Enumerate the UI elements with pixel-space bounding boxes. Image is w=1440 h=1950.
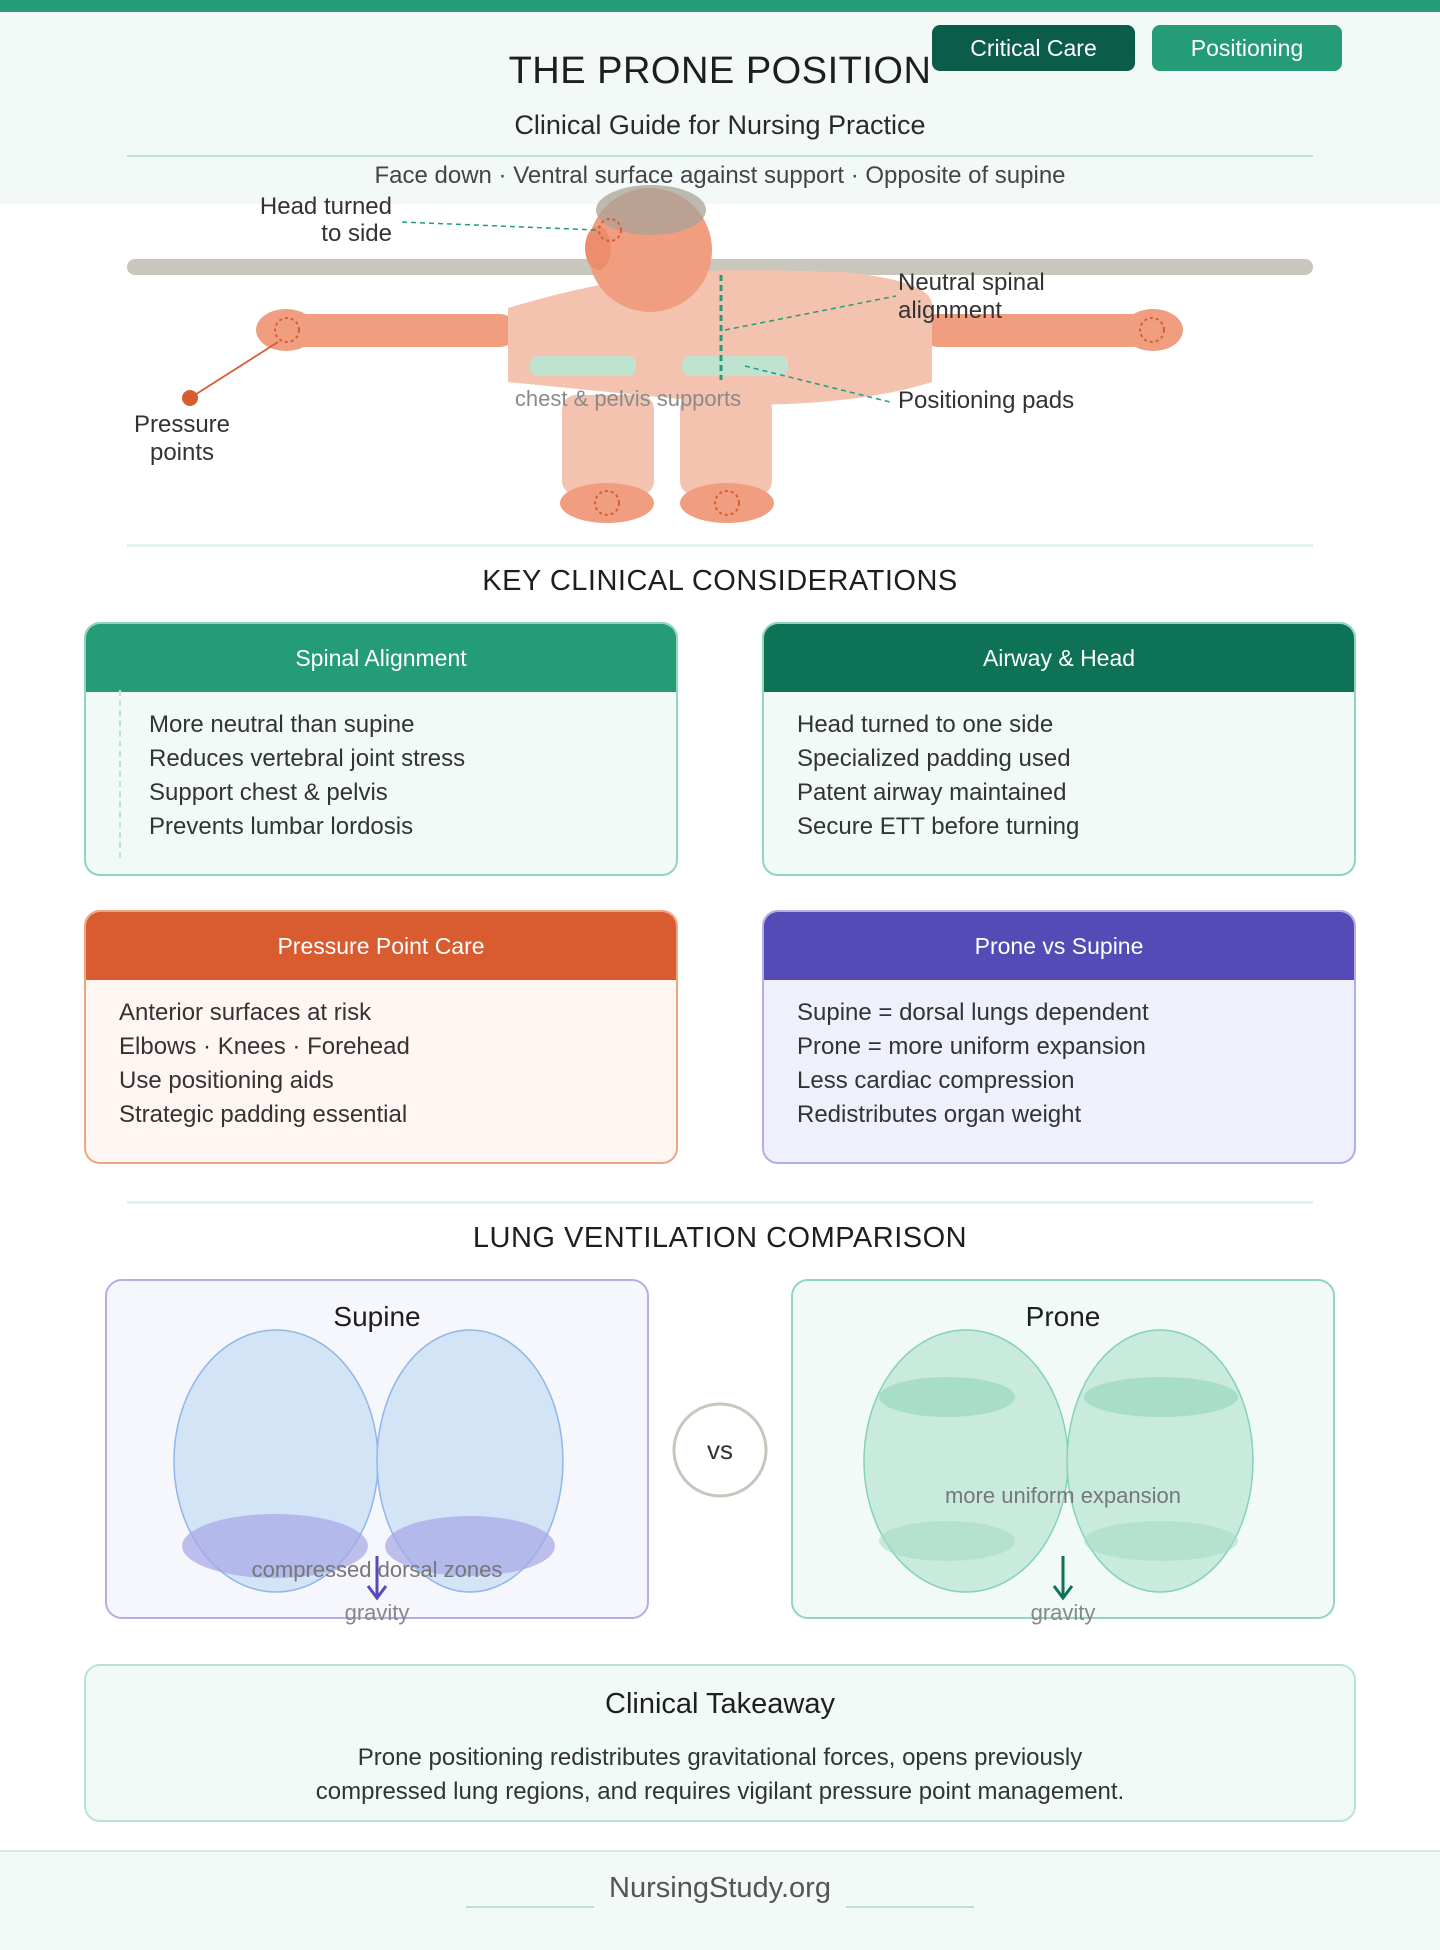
supine-title: Supine <box>333 1301 420 1332</box>
right-arm <box>922 314 1148 347</box>
prone-body-figure: Head turned to side Neutral spinal align… <box>127 185 1313 523</box>
list-item: Specialized padding used <box>797 745 1071 772</box>
tag-positioning[interactable]: Positioning <box>1152 25 1342 71</box>
card-prone-vs-supine: Prone vs Supine Supine = dorsal lungs de… <box>762 910 1356 1164</box>
left-leg <box>562 395 654 495</box>
takeaway-body: Prone positioning redistributes gravitat… <box>86 1741 1354 1809</box>
left-arm <box>290 314 516 347</box>
prone-gravity-label: gravity <box>1031 1600 1096 1625</box>
pelvis-pad <box>682 356 788 376</box>
considerations-title: KEY CLINICAL CONSIDERATIONS <box>482 565 958 597</box>
label-to-side: to side <box>321 220 392 247</box>
pressure-point-left-knee <box>594 490 620 516</box>
list-item: Use positioning aids <box>119 1067 334 1094</box>
left-knee <box>560 483 654 523</box>
pressure-point-forehead <box>598 218 622 242</box>
head-leader-line <box>401 221 597 231</box>
face-cheek <box>585 226 611 270</box>
card-pressure-point-care: Pressure Point Care Anterior surfaces at… <box>84 910 678 1164</box>
pressure-point-left-elbow <box>274 317 300 343</box>
card-title: Spinal Alignment <box>86 624 676 692</box>
divider-2 <box>127 1201 1313 1204</box>
card-spinal-alignment: Spinal Alignment More neutral than supin… <box>84 622 678 876</box>
footer-line-right <box>846 1906 974 1908</box>
header-divider <box>127 155 1313 157</box>
card-list: Anterior surfaces at risk Elbows · Knees… <box>119 996 410 1132</box>
prone-right-upper-zone <box>1084 1377 1238 1417</box>
pressure-point-right-knee <box>714 490 740 516</box>
label-head-turned: Head turned <box>260 193 392 220</box>
list-item: Strategic padding essential <box>119 1101 408 1128</box>
lung-comparison-title: LUNG VENTILATION COMPARISON <box>472 1222 968 1254</box>
tag-critical-care[interactable]: Critical Care <box>932 25 1135 71</box>
label-supports: chest & pelvis supports <box>515 386 741 411</box>
list-item: Head turned to one side <box>797 711 1054 738</box>
list-item: Prevents lumbar lordosis <box>149 813 414 840</box>
label-pressure: Pressure <box>134 411 230 438</box>
left-hand <box>256 309 316 351</box>
supine-gravity-arrow-head <box>366 1585 388 1601</box>
list-item: Less cardiac compression <box>797 1067 1075 1094</box>
right-hand <box>1123 309 1183 351</box>
list-item: More neutral than supine <box>149 711 415 738</box>
pads-leader-line <box>744 365 891 403</box>
clinical-takeaway: Clinical Takeaway Prone positioning redi… <box>84 1664 1356 1822</box>
list-item: Support chest & pelvis <box>149 779 388 806</box>
takeaway-title: Clinical Takeaway <box>605 1688 835 1720</box>
list-item: Redistributes organ weight <box>797 1101 1082 1128</box>
list-item: Patent airway maintained <box>797 779 1067 806</box>
chest-pad <box>530 356 636 376</box>
prone-right-lower-zone <box>1084 1521 1238 1561</box>
list-item: Elbows · Knees · Forehead <box>119 1033 410 1060</box>
footer-site[interactable]: NursingStudy.org <box>609 1872 831 1904</box>
page-title: THE PRONE POSITION <box>508 50 932 92</box>
card-accent-line <box>119 690 121 858</box>
spine-leader-line <box>724 295 897 331</box>
card-airway-head: Airway & Head Head turned to one side Sp… <box>762 622 1356 876</box>
supine-gravity-label: gravity <box>345 1600 410 1625</box>
lung-comparison-figure: Supine compressed dorsal zones gravity v… <box>105 1279 1335 1625</box>
supine-left-dorsal-zone <box>182 1514 368 1578</box>
list-item: Anterior surfaces at risk <box>119 999 372 1026</box>
card-title: Prone vs Supine <box>764 912 1354 980</box>
vs-label: vs <box>707 1435 733 1465</box>
supine-right-dorsal-zone <box>385 1516 555 1576</box>
vs-badge <box>672 1402 768 1498</box>
card-title: Pressure Point Care <box>86 912 676 980</box>
divider-1 <box>127 544 1313 547</box>
list-item: Reduces vertebral joint stress <box>149 745 466 772</box>
pressure-point-right-elbow <box>1139 317 1165 343</box>
label-positioning-pads: Positioning pads <box>898 387 1074 414</box>
prone-gravity-arrow-head <box>1052 1585 1074 1601</box>
head-cushion <box>596 185 706 235</box>
tagline: Face down · Ventral surface against supp… <box>374 162 1066 189</box>
pressure-leader-line <box>189 341 279 399</box>
card-list: More neutral than supine Reduces vertebr… <box>149 708 465 844</box>
right-leg <box>680 395 772 495</box>
label-neutral-spinal: Neutral spinal <box>898 269 1045 296</box>
prone-note: more uniform expansion <box>945 1483 1181 1508</box>
pressure-leader-dot <box>182 390 198 406</box>
card-list: Head turned to one side Specialized padd… <box>797 708 1079 844</box>
label-alignment: alignment <box>898 297 1002 324</box>
footer-line-left <box>466 1906 594 1908</box>
list-item: Supine = dorsal lungs dependent <box>797 999 1149 1026</box>
footer: NursingStudy.org <box>0 1850 1440 1950</box>
card-list: Supine = dorsal lungs dependent Prone = … <box>797 996 1149 1132</box>
card-title: Airway & Head <box>764 624 1354 692</box>
list-item: Prone = more uniform expansion <box>797 1033 1146 1060</box>
takeaway-line-1: Prone positioning redistributes gravitat… <box>357 1744 1083 1771</box>
takeaway-line-2: compressed lung regions, and requires vi… <box>315 1778 1125 1805</box>
right-knee <box>680 483 774 523</box>
page-subtitle: Clinical Guide for Nursing Practice <box>514 110 926 140</box>
top-accent-bar <box>0 0 1440 12</box>
list-item: Secure ETT before turning <box>797 813 1080 840</box>
prone-title: Prone <box>1026 1301 1101 1332</box>
label-points: points <box>150 439 214 466</box>
prone-left-lower-zone <box>879 1521 1015 1561</box>
prone-left-upper-zone <box>879 1377 1015 1417</box>
support-surface <box>127 259 1313 275</box>
